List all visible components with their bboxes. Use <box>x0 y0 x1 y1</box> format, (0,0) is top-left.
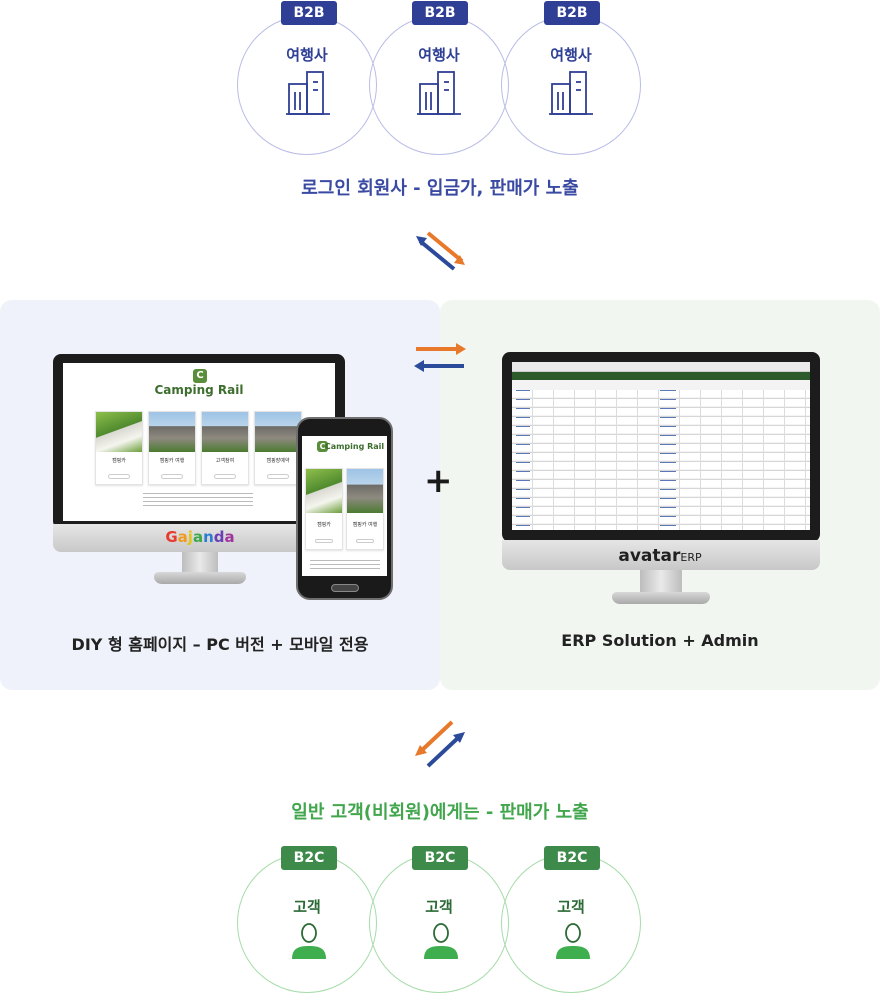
b2b-label-2: 여행사 <box>418 46 460 64</box>
swap-arrows-icon <box>416 231 465 271</box>
site-logo: Camping Rail <box>154 383 244 397</box>
person-icon <box>556 923 590 959</box>
desktop-card: 캠핑카 <box>95 411 143 485</box>
card-title: 캠핑카 여행 <box>159 458 185 464</box>
erp-caption: ERP Solution + Admin <box>561 631 759 650</box>
card-title: 고객참여 <box>215 458 235 464</box>
plus-sign: + <box>424 461 453 501</box>
site-logo-mark: C <box>193 369 207 383</box>
b2b-badge-3: B2B <box>544 1 600 25</box>
b2c-badge-1: B2C <box>281 846 337 870</box>
phone-footer <box>310 560 380 572</box>
desktop-card: 고객참여 <box>201 411 249 485</box>
b2b-label-3: 여행사 <box>550 46 592 64</box>
b2b-label-1: 여행사 <box>286 46 328 64</box>
b2b-caption: 로그인 회원사 - 입금가, 판매가 노출 <box>301 178 579 199</box>
desktop-base <box>154 572 246 584</box>
b2c-caption: 일반 고객(비회원)에게는 - 판매가 노출 <box>291 802 589 823</box>
desktop-neck <box>182 552 218 574</box>
b2c-label-2: 고객 <box>425 898 453 916</box>
b2b-badge-1: B2B <box>281 1 337 25</box>
phone-home-button <box>331 584 359 592</box>
b2c-badge-3: B2C <box>544 846 600 870</box>
footer-text <box>143 493 253 509</box>
phone-card: 캠핑카 <box>305 468 343 550</box>
phone-card: 캠핑카 여행 <box>346 468 384 550</box>
person-icon <box>292 923 326 959</box>
b2c-badge-2: B2C <box>412 846 468 870</box>
card-title: 캠핑카 <box>112 458 126 464</box>
erp-chin <box>502 540 820 570</box>
erp-base <box>612 592 710 604</box>
brand-logo: Gajanda <box>165 528 235 546</box>
card-title: 캠핑카 <box>317 522 331 528</box>
b2c-label-1: 고객 <box>293 898 321 916</box>
b2b-badge-2: B2B <box>412 1 468 25</box>
card-title: 캠핑카 여행 <box>352 522 378 528</box>
building-icon <box>549 71 593 115</box>
card-title: 캠핑장예약 <box>266 458 290 464</box>
building-icon <box>417 71 461 115</box>
phone-logo: Camping Rail <box>324 442 385 451</box>
person-icon <box>424 923 458 959</box>
erp-neck <box>640 570 682 594</box>
phone-screen: C Camping Rail 캠핑카 캠핑카 여행 <box>302 436 387 576</box>
b2c-label-3: 고객 <box>557 898 585 916</box>
desktop-card: 캠핑장예약 <box>254 411 302 485</box>
desktop-screen: C Camping Rail 캠핑카 캠핑카 여행 고객참여 캠핑장예약 <box>63 363 335 521</box>
swap-arrows-icon <box>415 720 465 768</box>
desktop-card: 캠핑카 여행 <box>148 411 196 485</box>
homepage-caption: DIY 형 홈페이지 – PC 버전 + 모바일 전용 <box>71 635 369 654</box>
building-icon <box>286 71 330 115</box>
phone-logo-mark: C <box>317 441 328 452</box>
erp-brand: avatarERP <box>618 546 702 566</box>
swap-arrows-icon <box>414 343 466 372</box>
erp-screen <box>512 362 810 530</box>
